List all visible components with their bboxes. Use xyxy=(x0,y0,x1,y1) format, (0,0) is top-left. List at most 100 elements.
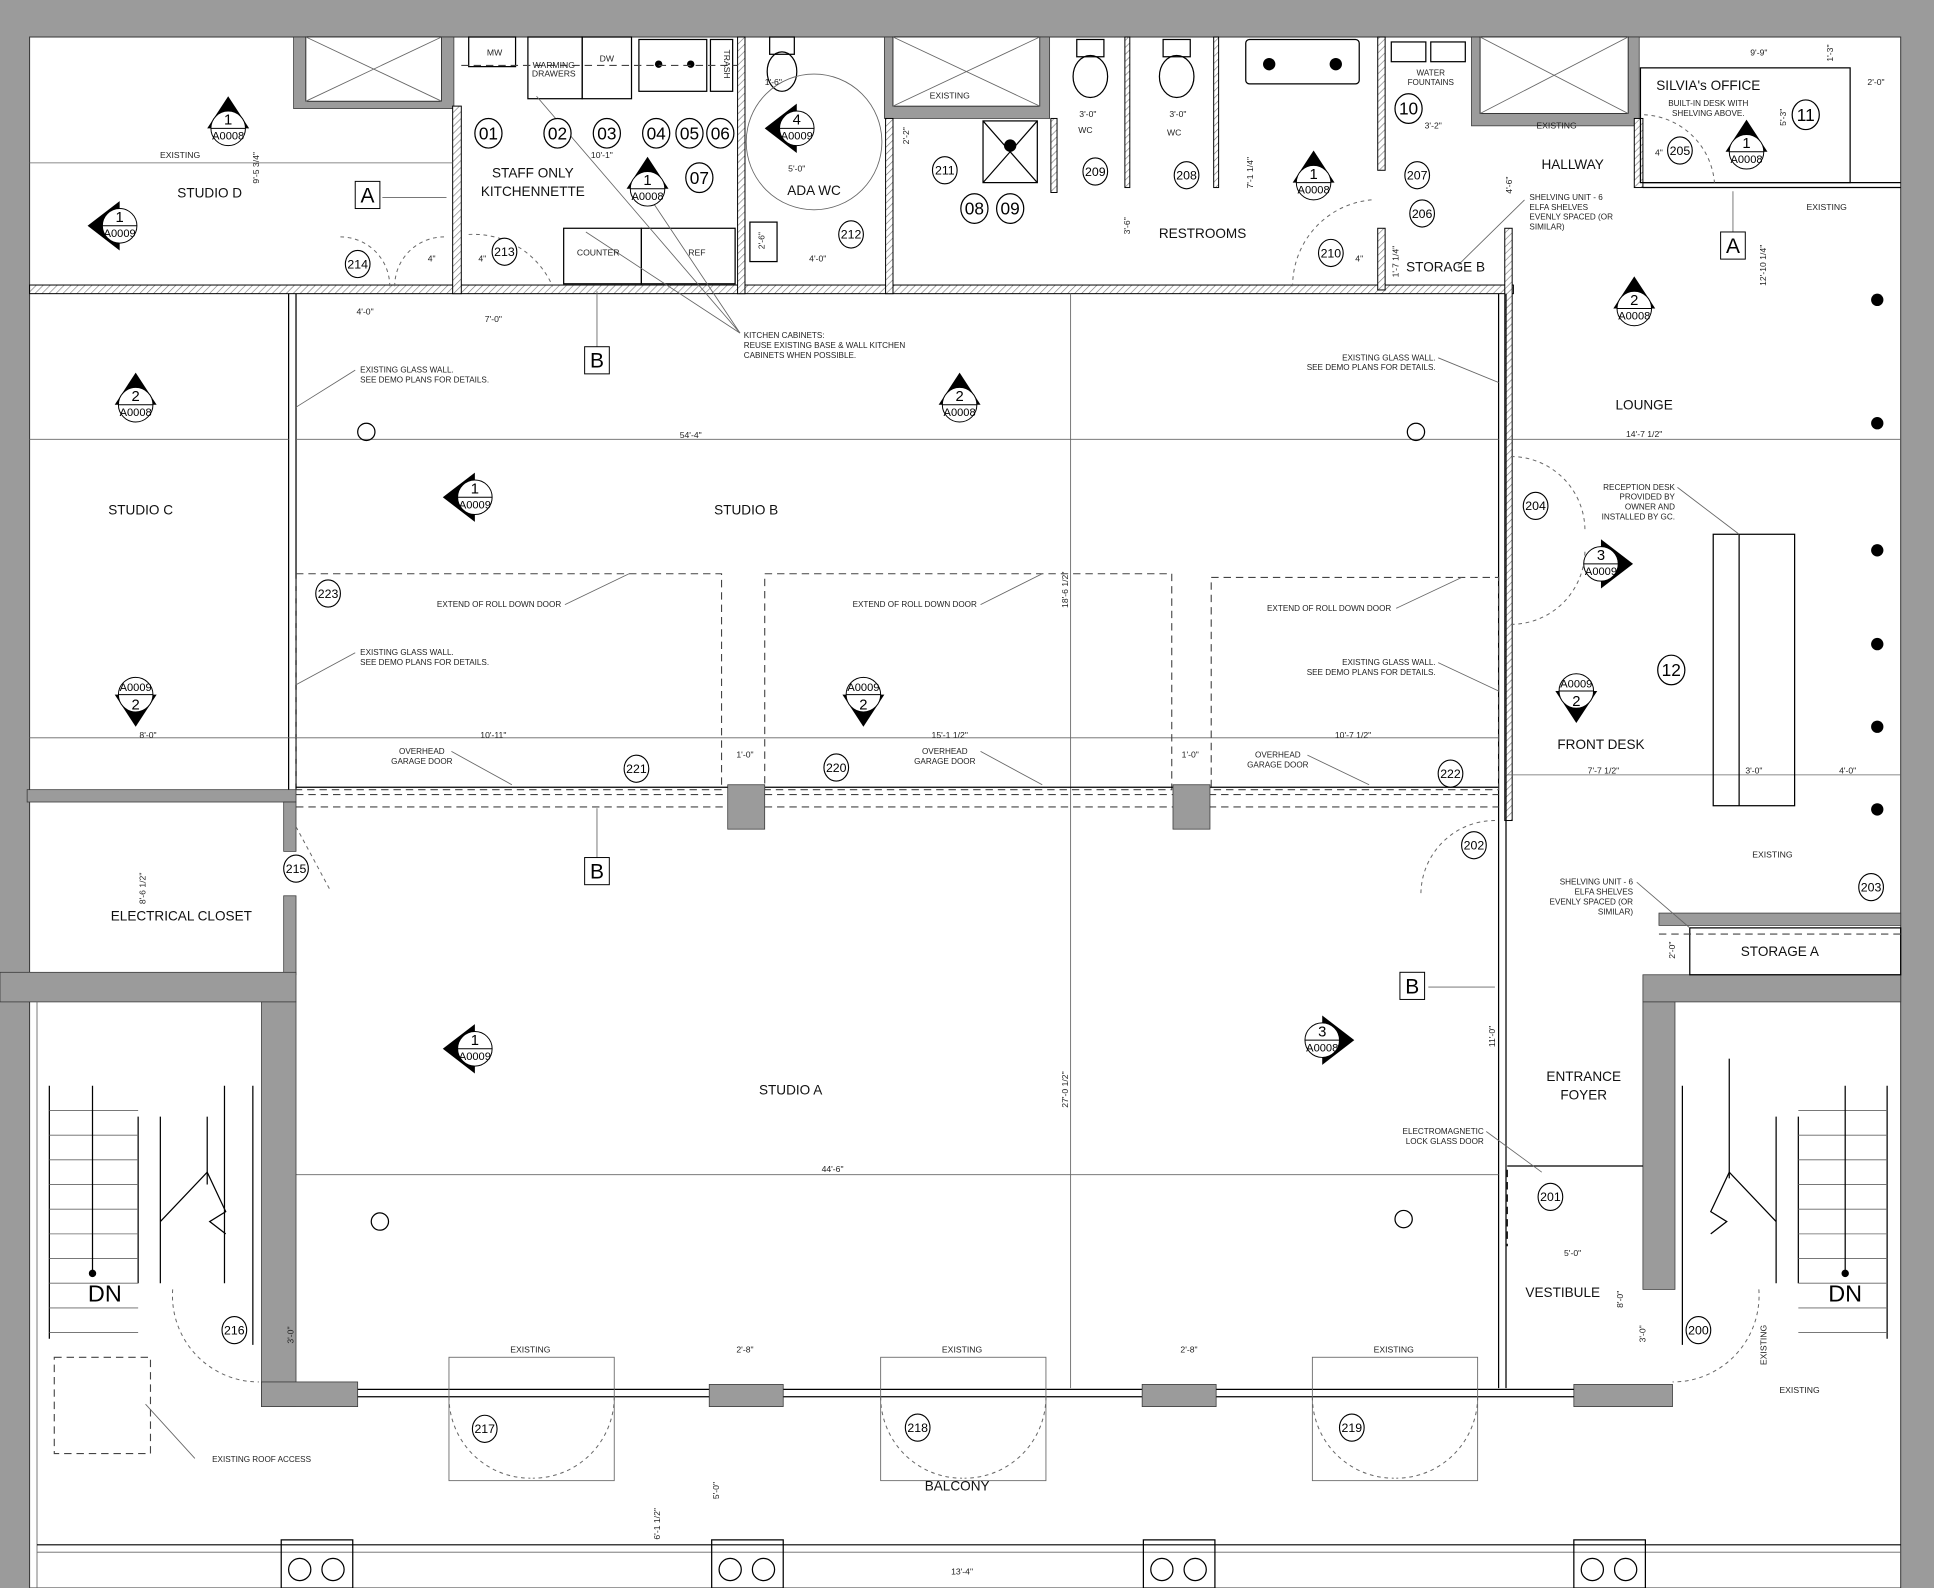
section-marker-top: A0009 xyxy=(120,682,152,694)
dimension-label: 4'-0" xyxy=(809,254,826,264)
equipment-tag[interactable]: 08 xyxy=(960,193,989,224)
door-tag[interactable]: 202 xyxy=(1461,831,1487,860)
ceiling-fixture-icons xyxy=(357,422,1426,1231)
door-tag[interactable]: 212 xyxy=(838,220,864,249)
door-tag-circle xyxy=(1338,1413,1365,1442)
door-tag[interactable]: 221 xyxy=(623,754,650,783)
grid-reference[interactable]: B xyxy=(584,857,610,886)
door-tag[interactable]: 203 xyxy=(1858,873,1884,902)
door-tag[interactable]: 216 xyxy=(221,1315,248,1345)
plumbing-fixtures xyxy=(745,36,1466,263)
door-tag[interactable]: 207 xyxy=(1404,161,1431,190)
door-tag[interactable]: 213 xyxy=(491,237,518,266)
water-fountains-note: WATER xyxy=(1417,68,1446,77)
equipment-tag[interactable]: 09 xyxy=(995,193,1025,224)
section-marker-top: A0009 xyxy=(847,682,879,694)
water-fountains-note: FOUNTAINS xyxy=(1408,78,1455,87)
section-marker-bottom: 2 xyxy=(859,697,867,713)
door-tag[interactable]: 201 xyxy=(1537,1182,1564,1211)
roll-down-door-note: EXTEND OF ROLL DOWN DOOR xyxy=(437,600,561,609)
door-tag[interactable]: 205 xyxy=(1667,136,1693,165)
equipment-tag[interactable]: 10 xyxy=(1394,93,1423,125)
reception-desk-note: RECEPTION DESK xyxy=(1603,483,1675,492)
equipment-tag[interactable]: 07 xyxy=(685,162,714,194)
refrigerator-label: REF xyxy=(688,247,705,257)
door-tag[interactable]: 219 xyxy=(1338,1413,1365,1442)
dimension-label: 2'-2" xyxy=(901,127,911,144)
dimension-label: 8'-0" xyxy=(1615,1291,1625,1308)
reception-desk-note: INSTALLED BY GC. xyxy=(1602,512,1675,521)
door-tag-number: 218 xyxy=(907,1421,928,1435)
equipment-tag[interactable]: 12 xyxy=(1657,654,1686,686)
dimension-label: 4'-0" xyxy=(356,307,373,317)
equipment-tag-circle xyxy=(685,162,714,194)
equipment-tag-number: 01 xyxy=(479,123,498,143)
door-tag-number: 210 xyxy=(1321,246,1342,260)
section-marker-top: 1 xyxy=(116,210,124,226)
dimension-label: 1'-7 1/4" xyxy=(1391,246,1401,278)
door-tag[interactable]: 215 xyxy=(283,854,309,883)
door-tag[interactable]: 210 xyxy=(1317,238,1344,268)
equipment-tag-circle xyxy=(1791,99,1820,131)
shaft-right xyxy=(1471,36,1640,127)
dimension-label: 3'-0" xyxy=(1637,1325,1647,1342)
grid-reference[interactable]: B xyxy=(584,346,610,375)
door-tag[interactable]: 222 xyxy=(1437,759,1464,788)
door-tag[interactable]: 211 xyxy=(931,156,958,185)
kitchen-cabinets-note: REUSE EXISTING BASE & WALL KITCHEN xyxy=(744,341,906,350)
door-tag-circle xyxy=(623,754,650,783)
equipment-tag[interactable]: 01 xyxy=(474,117,503,149)
section-marker[interactable]: A0009 2 xyxy=(842,676,885,727)
equipment-tag[interactable]: 03 xyxy=(592,117,622,149)
door-tag[interactable]: 214 xyxy=(344,249,371,279)
equipment-tag-number: 02 xyxy=(548,123,567,143)
door-tag[interactable]: 209 xyxy=(1082,157,1109,186)
door-tag[interactable]: 217 xyxy=(471,1414,498,1443)
section-marker-top: 1 xyxy=(643,173,651,189)
dimension-label: 5'-3" xyxy=(1778,109,1788,126)
equipment-tag-circle xyxy=(474,117,503,149)
door-tag[interactable]: 218 xyxy=(904,1413,931,1442)
equipment-tag[interactable]: 11 xyxy=(1791,99,1820,131)
shelving-note: SIMILAR) xyxy=(1529,222,1565,231)
equipment-tag[interactable]: 06 xyxy=(706,117,735,149)
door-tag[interactable]: 220 xyxy=(823,753,850,782)
door-tag[interactable]: 208 xyxy=(1173,161,1200,190)
grid-reference[interactable]: A xyxy=(354,180,381,210)
dimension-label: 4" xyxy=(1655,147,1663,157)
door-tag[interactable]: 204 xyxy=(1522,491,1549,521)
kitchen-cabinets-note: KITCHEN CABINETS: xyxy=(744,331,825,340)
equipment-tag[interactable]: 05 xyxy=(675,117,704,149)
room-label: KITCHENNETTE xyxy=(481,184,585,199)
equipment-tag[interactable]: 02 xyxy=(543,117,572,149)
floor-area xyxy=(29,36,1902,1588)
grid-reference[interactable]: B xyxy=(1399,971,1426,1000)
door-tag[interactable]: 206 xyxy=(1409,199,1436,228)
west-walls xyxy=(0,789,359,1588)
equipment-tag[interactable]: 04 xyxy=(641,117,671,149)
ada-wall-right xyxy=(885,117,894,295)
roof-access-note: EXISTING ROOF ACCESS xyxy=(212,1455,311,1464)
door-tag[interactable]: 223 xyxy=(315,579,341,608)
door-tag[interactable]: 200 xyxy=(1685,1315,1712,1345)
equipment-tag-circle xyxy=(1657,654,1686,686)
dimension-label: 4" xyxy=(428,254,436,264)
dimension-label: 2'-0" xyxy=(1867,77,1884,87)
door-tag-number: 219 xyxy=(1342,1421,1363,1435)
grid-reference[interactable]: A xyxy=(1720,231,1746,260)
